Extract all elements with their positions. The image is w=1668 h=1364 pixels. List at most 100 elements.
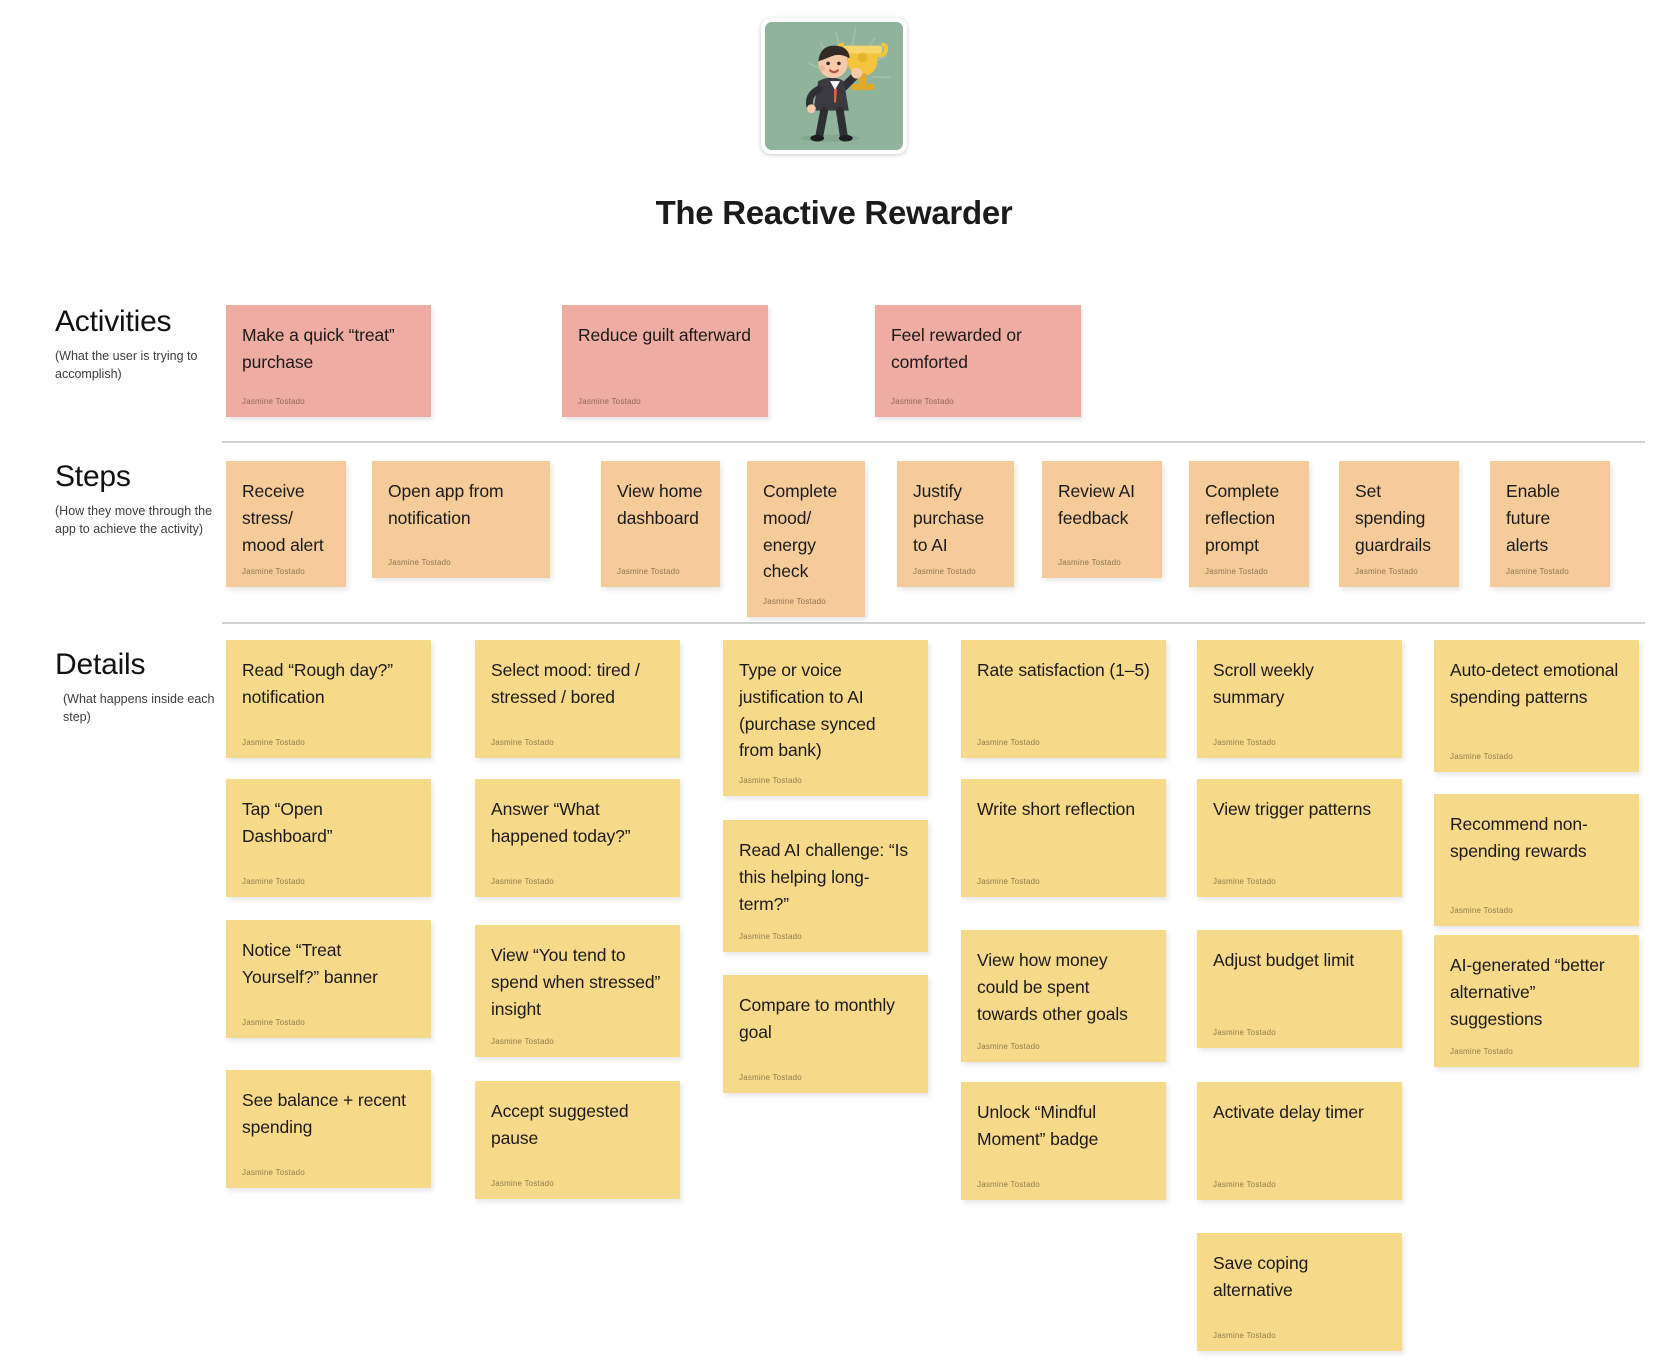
detail-card[interactable]: Activate delay timer Jasmine Tostado: [1197, 1082, 1402, 1200]
detail-card[interactable]: Read AI challenge: “Is this helping long…: [723, 820, 928, 952]
step-card[interactable]: Justify purchase to AI Jasmine Tostado: [897, 461, 1014, 587]
card-text: Feel rewarded or comforted: [891, 325, 1022, 372]
divider-steps-details: [222, 622, 1645, 624]
card-author: Jasmine Tostado: [1450, 1047, 1513, 1056]
card-author: Jasmine Tostado: [1506, 567, 1569, 576]
card-text: Reduce guilt afterward: [578, 325, 751, 345]
detail-card[interactable]: View “You tend to spend when stressed” i…: [475, 925, 680, 1057]
card-author: Jasmine Tostado: [242, 397, 305, 406]
step-card[interactable]: Open app from notification Jasmine Tosta…: [372, 461, 550, 578]
card-author: Jasmine Tostado: [491, 877, 554, 886]
card-text: Answer “What happened today?”: [491, 799, 631, 846]
board-header: The Reactive Rewarder: [0, 0, 1668, 232]
card-text: Save coping alternative: [1213, 1253, 1309, 1300]
detail-card[interactable]: Unlock “Mindful Moment” badge Jasmine To…: [961, 1082, 1166, 1200]
row-label-steps: Steps (How they move through the app to …: [55, 460, 230, 538]
card-author: Jasmine Tostado: [388, 558, 451, 567]
card-author: Jasmine Tostado: [891, 397, 954, 406]
card-text: Adjust budget limit: [1213, 950, 1355, 970]
detail-card[interactable]: Read “Rough day?” notification Jasmine T…: [226, 640, 431, 758]
card-author: Jasmine Tostado: [1450, 906, 1513, 915]
card-text: Justify purchase to AI: [913, 481, 985, 555]
step-card[interactable]: View home dashboard Jasmine Tostado: [601, 461, 720, 587]
detail-card[interactable]: Adjust budget limit Jasmine Tostado: [1197, 930, 1402, 1048]
card-text: Auto-detect emotional spending patterns: [1450, 660, 1619, 707]
card-author: Jasmine Tostado: [977, 877, 1040, 886]
card-text: Review AI feedback: [1058, 481, 1135, 528]
card-author: Jasmine Tostado: [977, 1042, 1040, 1051]
step-card[interactable]: Set spending guardrails Jasmine Tostado: [1339, 461, 1459, 587]
card-text: Complete reflection prompt: [1205, 481, 1280, 555]
card-author: Jasmine Tostado: [739, 932, 802, 941]
detail-card[interactable]: Scroll weekly summary Jasmine Tostado: [1197, 640, 1402, 758]
step-card[interactable]: Complete reflection prompt Jasmine Tosta…: [1189, 461, 1309, 587]
detail-card[interactable]: AI-generated “better alternative” sugges…: [1434, 935, 1639, 1067]
card-text: View trigger patterns: [1213, 799, 1372, 819]
card-author: Jasmine Tostado: [977, 738, 1040, 747]
detail-card[interactable]: Auto-detect emotional spending patterns …: [1434, 640, 1639, 772]
card-text: Rate satisfaction (1–5): [977, 660, 1150, 680]
avatar: [761, 18, 907, 154]
card-author: Jasmine Tostado: [1213, 1180, 1276, 1189]
card-text: Open app from notification: [388, 481, 504, 528]
row-title-steps: Steps: [55, 460, 131, 493]
card-text: Unlock “Mindful Moment” badge: [977, 1102, 1099, 1149]
card-text: Compare to monthly goal: [739, 995, 895, 1042]
detail-card[interactable]: Notice “Treat Yourself?” banner Jasmine …: [226, 920, 431, 1038]
activity-card[interactable]: Feel rewarded or comforted Jasmine Tosta…: [875, 305, 1081, 417]
card-author: Jasmine Tostado: [491, 1179, 554, 1188]
card-text: Notice “Treat Yourself?” banner: [242, 940, 378, 987]
detail-card[interactable]: Select mood: tired / stressed / bored Ja…: [475, 640, 680, 758]
card-text: Read “Rough day?” notification: [242, 660, 394, 707]
row-title-activities: Activities: [55, 305, 172, 338]
card-author: Jasmine Tostado: [578, 397, 641, 406]
step-card[interactable]: Complete mood/ energy check Jasmine Tost…: [747, 461, 865, 617]
card-text: Enable future alerts: [1506, 481, 1560, 555]
card-author: Jasmine Tostado: [617, 567, 680, 576]
card-text: Activate delay timer: [1213, 1102, 1364, 1122]
step-card[interactable]: Review AI feedback Jasmine Tostado: [1042, 461, 1162, 578]
card-text: View home dashboard: [617, 481, 703, 528]
detail-card[interactable]: Accept suggested pause Jasmine Tostado: [475, 1081, 680, 1199]
row-subtitle-activities: (What the user is trying to accomplish): [55, 349, 198, 382]
card-text: Accept suggested pause: [491, 1101, 629, 1148]
activity-card[interactable]: Reduce guilt afterward Jasmine Tostado: [562, 305, 768, 417]
card-text: View how money could be spent towards ot…: [977, 950, 1128, 1024]
row-title-details: Details: [55, 648, 146, 681]
detail-card[interactable]: Compare to monthly goal Jasmine Tostado: [723, 975, 928, 1093]
detail-card[interactable]: Write short reflection Jasmine Tostado: [961, 779, 1166, 897]
detail-card[interactable]: Answer “What happened today?” Jasmine To…: [475, 779, 680, 897]
card-text: Read AI challenge: “Is this helping long…: [739, 840, 909, 914]
activity-card[interactable]: Make a quick “treat” purchase Jasmine To…: [226, 305, 431, 417]
step-card[interactable]: Enable future alerts Jasmine Tostado: [1490, 461, 1610, 587]
card-author: Jasmine Tostado: [739, 1073, 802, 1082]
card-text: Make a quick “treat” purchase: [242, 325, 395, 372]
trophy-winner-avatar-icon: [765, 22, 903, 150]
card-author: Jasmine Tostado: [1213, 1028, 1276, 1037]
detail-card[interactable]: Type or voice justification to AI (purch…: [723, 640, 928, 796]
card-text: Tap “Open Dashboard”: [242, 799, 333, 846]
detail-card[interactable]: Save coping alternative Jasmine Tostado: [1197, 1233, 1402, 1351]
card-author: Jasmine Tostado: [242, 1018, 305, 1027]
card-author: Jasmine Tostado: [1213, 1331, 1276, 1340]
card-text: Set spending guardrails: [1355, 481, 1431, 555]
card-author: Jasmine Tostado: [1450, 752, 1513, 761]
detail-card[interactable]: View how money could be spent towards ot…: [961, 930, 1166, 1062]
card-text: Type or voice justification to AI (purch…: [739, 660, 876, 761]
detail-card[interactable]: Recommend non-spending rewards Jasmine T…: [1434, 794, 1639, 926]
card-text: Select mood: tired / stressed / bored: [491, 660, 640, 707]
detail-card[interactable]: View trigger patterns Jasmine Tostado: [1197, 779, 1402, 897]
card-author: Jasmine Tostado: [242, 567, 305, 576]
card-text: Complete mood/ energy check: [763, 481, 838, 582]
card-author: Jasmine Tostado: [242, 877, 305, 886]
card-text: Receive stress/ mood alert: [242, 481, 324, 555]
detail-card[interactable]: Rate satisfaction (1–5) Jasmine Tostado: [961, 640, 1166, 758]
detail-card[interactable]: See balance + recent spending Jasmine To…: [226, 1070, 431, 1188]
card-author: Jasmine Tostado: [1213, 877, 1276, 886]
row-label-details: Details (What happens inside each step): [55, 648, 230, 726]
step-card[interactable]: Receive stress/ mood alert Jasmine Tosta…: [226, 461, 346, 587]
detail-card[interactable]: Tap “Open Dashboard” Jasmine Tostado: [226, 779, 431, 897]
card-text: Recommend non-spending rewards: [1450, 814, 1588, 861]
card-author: Jasmine Tostado: [242, 738, 305, 747]
card-text: Scroll weekly summary: [1213, 660, 1314, 707]
